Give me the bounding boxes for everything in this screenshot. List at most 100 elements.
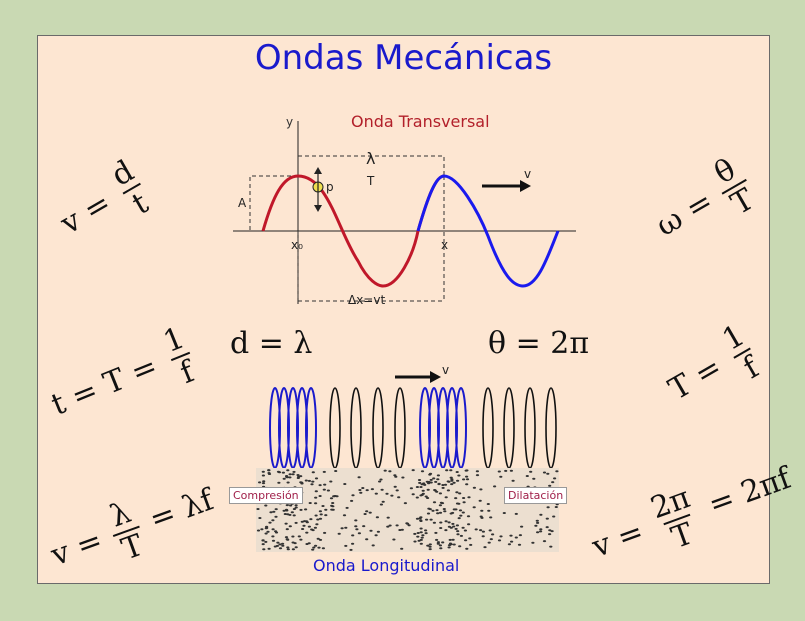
particle-dot	[321, 547, 325, 550]
particle-dot	[331, 505, 335, 508]
particle-dot	[286, 538, 290, 541]
particle-dot	[305, 531, 309, 534]
particle-dot	[379, 503, 383, 506]
particle-dot	[548, 529, 552, 532]
particle-dot	[444, 529, 448, 532]
particle-dot	[284, 536, 289, 539]
particle-dot	[462, 501, 466, 504]
particle-dot	[472, 486, 476, 489]
particle-dot	[536, 521, 540, 524]
ring-black	[394, 387, 406, 469]
particle-dot	[256, 529, 261, 532]
particle-dot	[436, 512, 440, 515]
ring-black	[524, 387, 536, 469]
page-title: Ondas Mecánicas	[254, 38, 553, 78]
particle-dot	[371, 544, 375, 547]
particle-dot	[350, 499, 354, 502]
particle-dot	[458, 492, 462, 495]
particle-dot	[274, 531, 279, 534]
particle-dot	[300, 520, 304, 523]
particle-dot	[355, 528, 359, 531]
particle-dot	[413, 540, 417, 543]
particle-dot	[426, 544, 430, 547]
particle-dot	[481, 535, 485, 538]
particle-dot	[466, 515, 471, 518]
particle-dot	[545, 526, 549, 529]
particle-dot	[296, 474, 300, 476]
particle-dot	[525, 475, 529, 477]
particle-dot	[452, 481, 456, 484]
particle-dot	[454, 508, 458, 511]
particle-dot	[452, 525, 456, 528]
particle-dot	[419, 538, 423, 541]
particle-dot	[433, 489, 437, 491]
particle-dot	[428, 473, 432, 476]
particle-dot	[436, 478, 440, 481]
particle-dot	[400, 528, 404, 531]
particle-dot	[438, 511, 443, 514]
particle-dot	[536, 531, 540, 534]
particle-dot	[411, 469, 415, 472]
particle-dot	[385, 492, 389, 495]
particle-dot	[285, 528, 289, 531]
ring-black	[372, 387, 384, 469]
particle-dot	[312, 546, 316, 549]
particle-dot	[542, 540, 547, 543]
particle-dot	[378, 480, 382, 483]
particle-dot	[458, 545, 462, 548]
particle-dot	[292, 470, 296, 473]
particle-dot	[308, 502, 312, 504]
particle-dot	[465, 478, 470, 481]
particle-dot	[436, 474, 440, 477]
particle-dot	[265, 526, 269, 529]
particle-dot	[394, 475, 398, 478]
formula-den: f	[733, 346, 768, 387]
particle-dot	[271, 539, 276, 542]
particle-dot	[425, 480, 429, 483]
particle-dot	[342, 514, 347, 517]
particle-dot	[487, 541, 491, 544]
particle-dot	[322, 488, 326, 491]
formula-den: T	[112, 525, 152, 568]
particle-dot	[463, 529, 467, 532]
particle-dot	[324, 508, 328, 511]
y-axis-label: y	[286, 115, 293, 129]
particle-dot	[431, 509, 435, 512]
particle-dot	[326, 489, 330, 492]
particle-dot	[509, 469, 513, 472]
particle-dot	[534, 524, 538, 527]
particle-dot	[354, 519, 358, 522]
particle-dot	[416, 532, 420, 534]
particle-dot	[284, 508, 289, 511]
particle-dot	[486, 503, 490, 505]
particle-dot	[379, 478, 383, 481]
particle-dot	[285, 476, 289, 479]
particle-dot	[354, 525, 358, 528]
particle-dot	[267, 469, 271, 472]
particle-dot	[459, 534, 463, 537]
particle-dot	[296, 477, 300, 479]
particle-dot	[265, 525, 269, 528]
particle-dot	[285, 538, 289, 541]
particle-dot	[432, 477, 436, 480]
particle-dot	[261, 482, 266, 485]
particle-dot	[337, 532, 341, 535]
particle-dot	[292, 514, 296, 517]
particle-dot	[419, 494, 423, 497]
formula-den: T	[662, 513, 702, 556]
particle-dot	[424, 529, 428, 532]
particle-dot	[432, 501, 437, 504]
particle-dot	[480, 509, 484, 512]
particle-dot	[499, 475, 503, 478]
particle-dot	[316, 518, 320, 521]
particle-dot	[383, 469, 387, 472]
particle-dot	[264, 532, 268, 535]
particle-dot	[461, 511, 465, 514]
particle-dot	[400, 547, 404, 550]
particle-dot	[493, 485, 497, 488]
particle-dot	[439, 547, 443, 550]
particle-dot	[286, 513, 290, 516]
particle-dot	[294, 546, 298, 549]
particle-dot	[291, 541, 295, 544]
